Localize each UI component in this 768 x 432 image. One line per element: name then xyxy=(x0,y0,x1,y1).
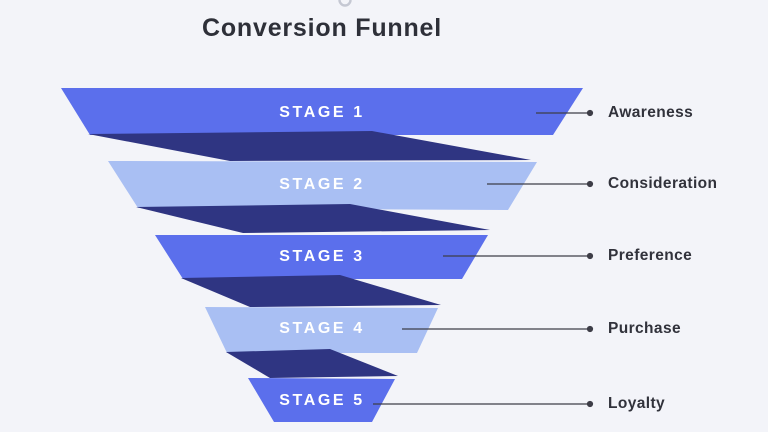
stage-2-caption: STAGE 2 xyxy=(279,176,365,193)
stage-1-caption: STAGE 1 xyxy=(279,104,365,121)
connector-dot-3 xyxy=(586,252,594,260)
stage-1-shape xyxy=(61,88,583,135)
stage-5-caption: STAGE 5 xyxy=(279,392,365,409)
connector-dot-1 xyxy=(586,109,594,117)
connector-dot-4 xyxy=(586,325,594,333)
stage-5-name-label: Loyalty xyxy=(608,395,666,412)
fold-4-shape xyxy=(226,349,398,378)
connector-dot-5 xyxy=(586,400,594,408)
stage-3-name-label: Preference xyxy=(608,247,693,264)
stage-1-name-label: Awareness xyxy=(608,104,694,121)
stage-4-name-label: Purchase xyxy=(608,320,681,337)
stage-3-caption: STAGE 3 xyxy=(279,248,365,265)
cropped-decoration-icon xyxy=(338,0,352,7)
stage-4-shape xyxy=(205,307,438,353)
stage-2-shape xyxy=(108,161,537,210)
fold-3-shape xyxy=(181,275,441,307)
stage-3-shape xyxy=(155,235,488,279)
stage-4-caption: STAGE 4 xyxy=(279,320,365,337)
connector-dot-2 xyxy=(586,180,594,188)
stage-2-name-label: Consideration xyxy=(608,175,718,192)
fold-2-shape xyxy=(136,204,490,233)
page-title: Conversion Funnel xyxy=(201,14,443,42)
stage-5-shape xyxy=(248,378,395,422)
fold-1-shape xyxy=(88,131,531,161)
